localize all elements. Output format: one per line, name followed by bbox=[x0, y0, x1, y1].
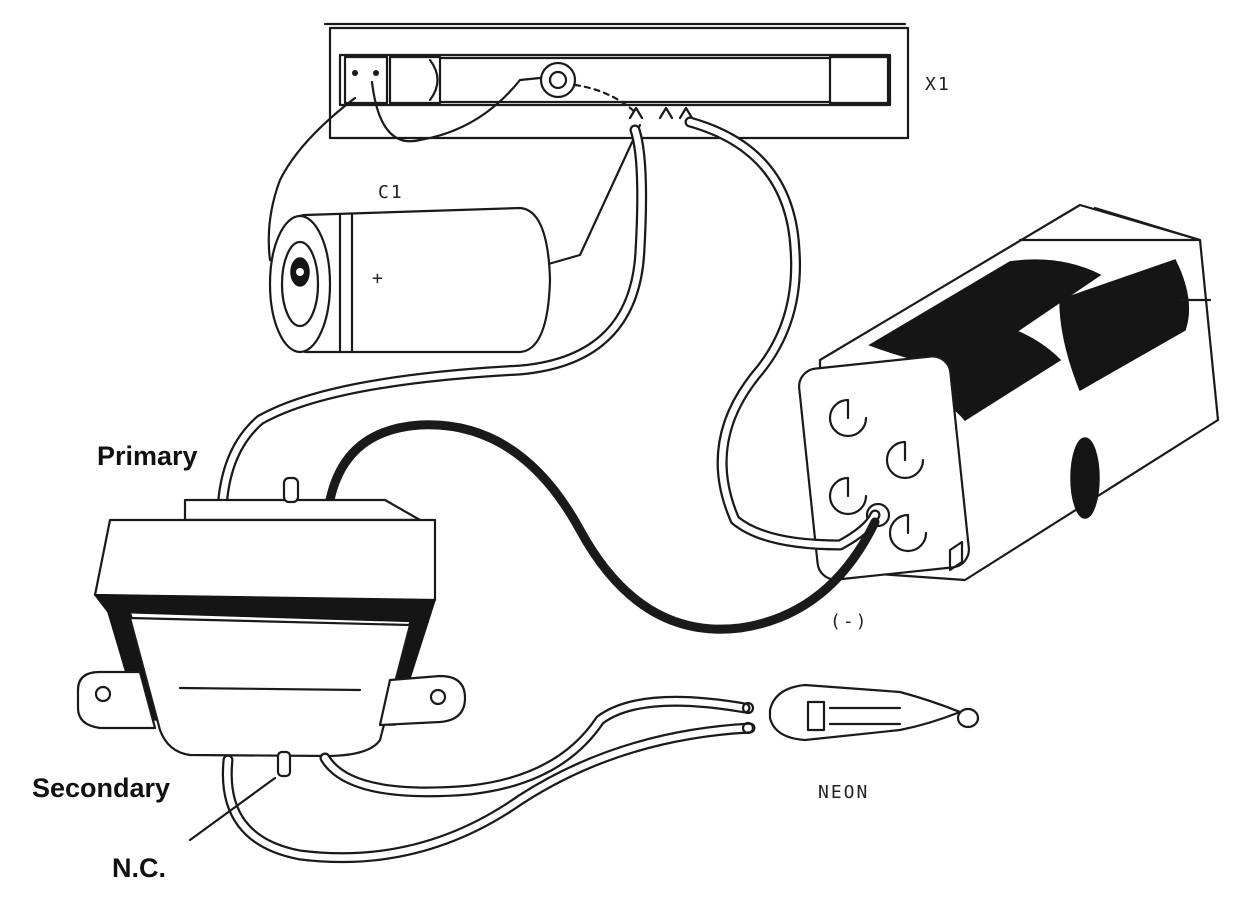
x1-label: X1 bbox=[925, 74, 951, 95]
primary-label: Primary bbox=[97, 441, 198, 471]
c1-label: C1 bbox=[378, 182, 404, 203]
x1-terminal-strip bbox=[323, 22, 910, 140]
neon-lamp bbox=[741, 683, 980, 742]
neon-wires bbox=[188, 695, 756, 864]
strip-wires bbox=[267, 76, 642, 270]
capacitor-c1: C1 + bbox=[268, 182, 552, 354]
plus-sign: + bbox=[372, 268, 385, 289]
transformer bbox=[76, 476, 467, 778]
nc-label: N.C. bbox=[112, 853, 166, 883]
neon-label: NEON bbox=[818, 782, 869, 803]
battery-holder bbox=[798, 203, 1220, 582]
main-wires bbox=[216, 116, 881, 634]
battery-contacts bbox=[828, 398, 928, 553]
secondary-label: Secondary bbox=[32, 773, 170, 803]
negative-label: (-) bbox=[830, 611, 869, 632]
